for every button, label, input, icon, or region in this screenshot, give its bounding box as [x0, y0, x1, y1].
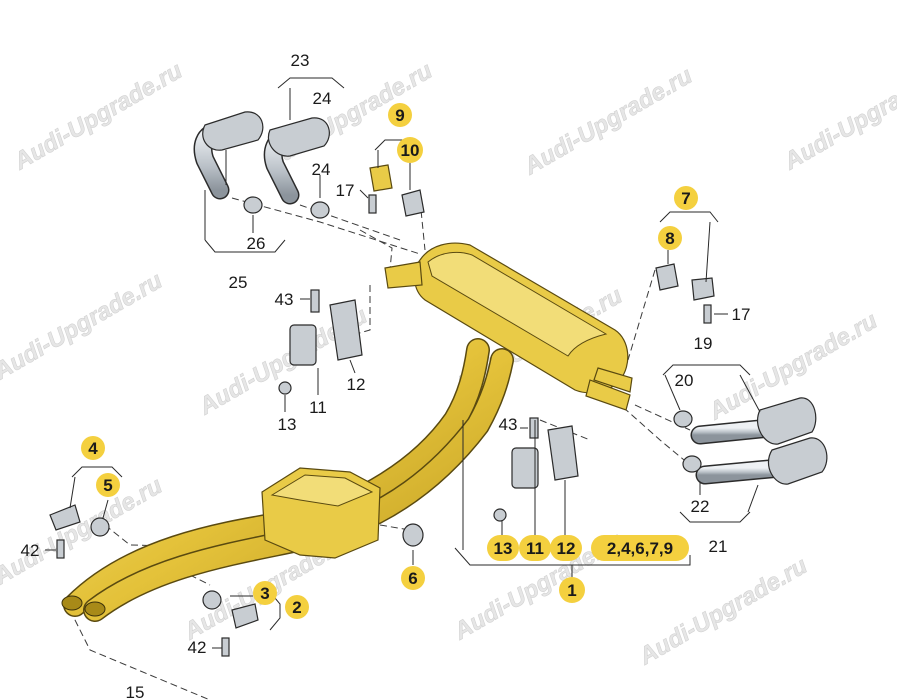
watermark: Audi-Upgrade.ru	[0, 267, 167, 386]
label-group: 2,4,6,7,9	[607, 539, 673, 558]
label-6: 6	[408, 569, 417, 588]
highlight-badge-2	[285, 595, 309, 619]
clamp-22	[682, 455, 702, 473]
clamp-20	[673, 410, 693, 428]
label-17-right: 17	[732, 305, 751, 324]
bolt-42b	[221, 637, 230, 657]
hanger-9	[369, 164, 393, 192]
label-11-right: 11	[526, 539, 544, 558]
rear-tailpipes	[673, 397, 828, 485]
watermark: Audi-Upgrade.ru	[634, 552, 813, 671]
mount-8	[655, 263, 679, 291]
label-13-right: 13	[494, 539, 513, 558]
label-7: 7	[681, 189, 690, 208]
hanger-4	[49, 504, 81, 531]
label-42: 42	[21, 541, 40, 560]
highlight-badge-11	[519, 535, 551, 561]
watermark: Audi-Upgrade.ru	[9, 57, 188, 176]
clamp-26	[243, 196, 263, 214]
bolt-43	[310, 289, 320, 313]
highlight-badge-9	[388, 103, 412, 127]
clamp-24	[310, 201, 330, 219]
label-15: 15	[126, 683, 145, 700]
label-3: 3	[260, 584, 269, 603]
label-10: 10	[401, 141, 420, 160]
label-24: 24	[312, 160, 331, 179]
label-43-right: 43	[499, 415, 518, 434]
highlight-badge-6	[401, 566, 425, 590]
bracket-12	[329, 299, 363, 361]
highlight-badge-7	[674, 186, 698, 210]
watermark: Audi-Upgrade.ru	[779, 57, 897, 176]
highlight-badges	[81, 103, 698, 619]
mount-10	[401, 189, 425, 217]
mount-6	[402, 523, 424, 547]
front-tailpipes	[193, 111, 330, 219]
assembly-lines	[69, 197, 691, 700]
leader-lines	[45, 77, 761, 649]
highlight-badge-10	[397, 137, 423, 163]
small-parts	[49, 164, 715, 657]
highlight-badge-4	[81, 436, 105, 460]
highlight-badge-5	[96, 473, 120, 497]
highlight-badge-12	[550, 535, 582, 561]
label-23: 23	[291, 51, 310, 70]
exhaust-pipes	[61, 242, 633, 622]
label-42-bottom: 42	[188, 638, 207, 657]
highlight-badge-13	[487, 535, 519, 561]
label-5: 5	[103, 476, 112, 495]
mount-5	[90, 517, 110, 537]
watermark: Audi-Upgrade.ru	[519, 62, 698, 181]
valve-11	[289, 324, 317, 366]
label-8: 8	[665, 229, 674, 248]
bolt-43b	[529, 417, 539, 439]
nut-13	[278, 381, 292, 395]
label-13: 13	[278, 415, 297, 434]
highlight-badge-3	[253, 581, 277, 605]
highlight-badge-group	[591, 535, 689, 561]
label-19: 19	[694, 334, 713, 353]
bracket-12b	[547, 425, 579, 481]
label-12-right: 12	[557, 539, 576, 558]
label-21: 21	[709, 537, 728, 556]
label-24-top: 24	[313, 89, 332, 108]
label-26: 26	[247, 234, 266, 253]
part-labels: 23 24 24 26 25 17 9 10 43 12 11 13 7 8 1…	[21, 51, 751, 700]
label-43: 43	[275, 290, 294, 309]
highlight-badge-1	[559, 577, 585, 603]
label-9: 9	[395, 106, 404, 125]
label-11: 11	[309, 398, 327, 417]
label-12: 12	[347, 375, 366, 394]
valve-11b	[511, 447, 539, 489]
label-2: 2	[292, 598, 301, 617]
mount-3	[202, 590, 222, 610]
highlight-badge-8	[658, 226, 682, 250]
label-20: 20	[675, 371, 694, 390]
bolt-17b	[703, 304, 712, 324]
label-25: 25	[229, 273, 248, 292]
label-17: 17	[336, 181, 355, 200]
label-22: 22	[691, 497, 710, 516]
hanger-2	[231, 603, 259, 629]
nut-13b	[493, 508, 507, 522]
bolt-17	[368, 194, 377, 214]
label-1: 1	[567, 581, 576, 600]
bolt-42	[56, 539, 65, 559]
label-4: 4	[88, 439, 98, 458]
hanger-7	[691, 277, 715, 301]
